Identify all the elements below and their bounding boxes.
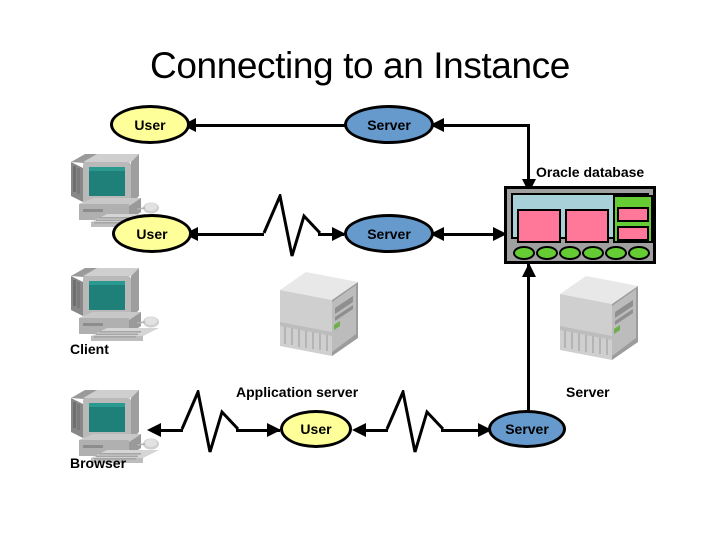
connector-browser-zigzag	[180, 390, 240, 453]
node-user-bottom[interactable]: User	[280, 410, 352, 448]
server-right-label: Server	[566, 384, 610, 400]
database-datafile-6	[628, 246, 650, 260]
node-server-top-label: Server	[367, 116, 411, 133]
server-tower-icon	[560, 276, 638, 360]
connector-user-bottom-left-segment	[236, 429, 280, 432]
node-server-top[interactable]: Server	[344, 105, 434, 144]
database-process-block-2	[617, 226, 649, 241]
connector-user-bottom-zigzag	[385, 390, 445, 453]
database-process-block-1	[617, 207, 649, 222]
database-datafile-4	[582, 246, 604, 260]
arrowhead-right-server-mid	[332, 227, 346, 241]
database-datafile-5	[605, 246, 627, 260]
connector-server-top-right-segment	[434, 124, 530, 127]
arrowhead-left-browser	[147, 423, 161, 437]
connector-database-to-server-bottom	[527, 264, 530, 426]
client-label: Client	[70, 341, 109, 357]
node-user-mid[interactable]: User	[112, 214, 192, 253]
arrowhead-left-database-to-server-mid	[430, 227, 444, 241]
server-tower-icon	[280, 272, 358, 356]
application-server-label: Application server	[236, 384, 359, 400]
connector-server-top-down-segment	[527, 124, 530, 186]
connector-user-mid-left-segment	[192, 233, 264, 236]
page-title: Connecting to an Instance	[150, 45, 570, 86]
database-memory-block-2	[565, 209, 609, 243]
tower-server-right	[556, 272, 642, 373]
tower-application-server	[276, 268, 362, 369]
database-memory-block-1	[517, 209, 561, 243]
node-user-top-label: User	[134, 116, 166, 133]
database-datafile-3	[559, 246, 581, 260]
connector-browser-left-segment	[155, 429, 183, 432]
connector-user-mid-zigzag	[262, 194, 322, 257]
node-user-bottom-label: User	[300, 421, 332, 437]
desktop-computer-icon	[71, 268, 159, 341]
connector-user-bottom-right-segment	[360, 429, 388, 432]
database-inner	[511, 193, 653, 260]
node-server-bottom-label: Server	[505, 421, 549, 437]
pc-browser	[63, 388, 163, 475]
connector-server-mid-to-database	[438, 233, 502, 236]
arrowhead-right-server-mid-to-database	[493, 227, 507, 241]
arrowhead-left-server-top	[430, 118, 444, 132]
node-server-mid[interactable]: Server	[344, 214, 434, 253]
oracle-database-label: Oracle database	[536, 164, 645, 180]
connector-user-top-to-server-top	[190, 124, 350, 127]
database-datafile-1	[513, 246, 535, 260]
node-server-mid-label: Server	[367, 225, 411, 242]
arrowhead-left-user-bottom-2	[352, 423, 366, 437]
browser-label: Browser	[70, 455, 127, 471]
desktop-computer-icon	[71, 390, 159, 463]
oracle-database-block[interactable]	[504, 186, 656, 264]
database-datafile-2	[536, 246, 558, 260]
arrowhead-right-user-bottom	[267, 423, 281, 437]
node-server-bottom[interactable]: Server	[488, 410, 566, 448]
node-user-top[interactable]: User	[110, 105, 190, 144]
arrowhead-right-server-bottom	[478, 423, 492, 437]
node-user-mid-label: User	[136, 225, 168, 242]
pc-client	[63, 266, 163, 353]
connector-server-bottom-left-segment	[441, 429, 488, 432]
connector-server-mid-left-segment	[318, 233, 344, 236]
arrowhead-up-database-bottom	[522, 263, 536, 277]
